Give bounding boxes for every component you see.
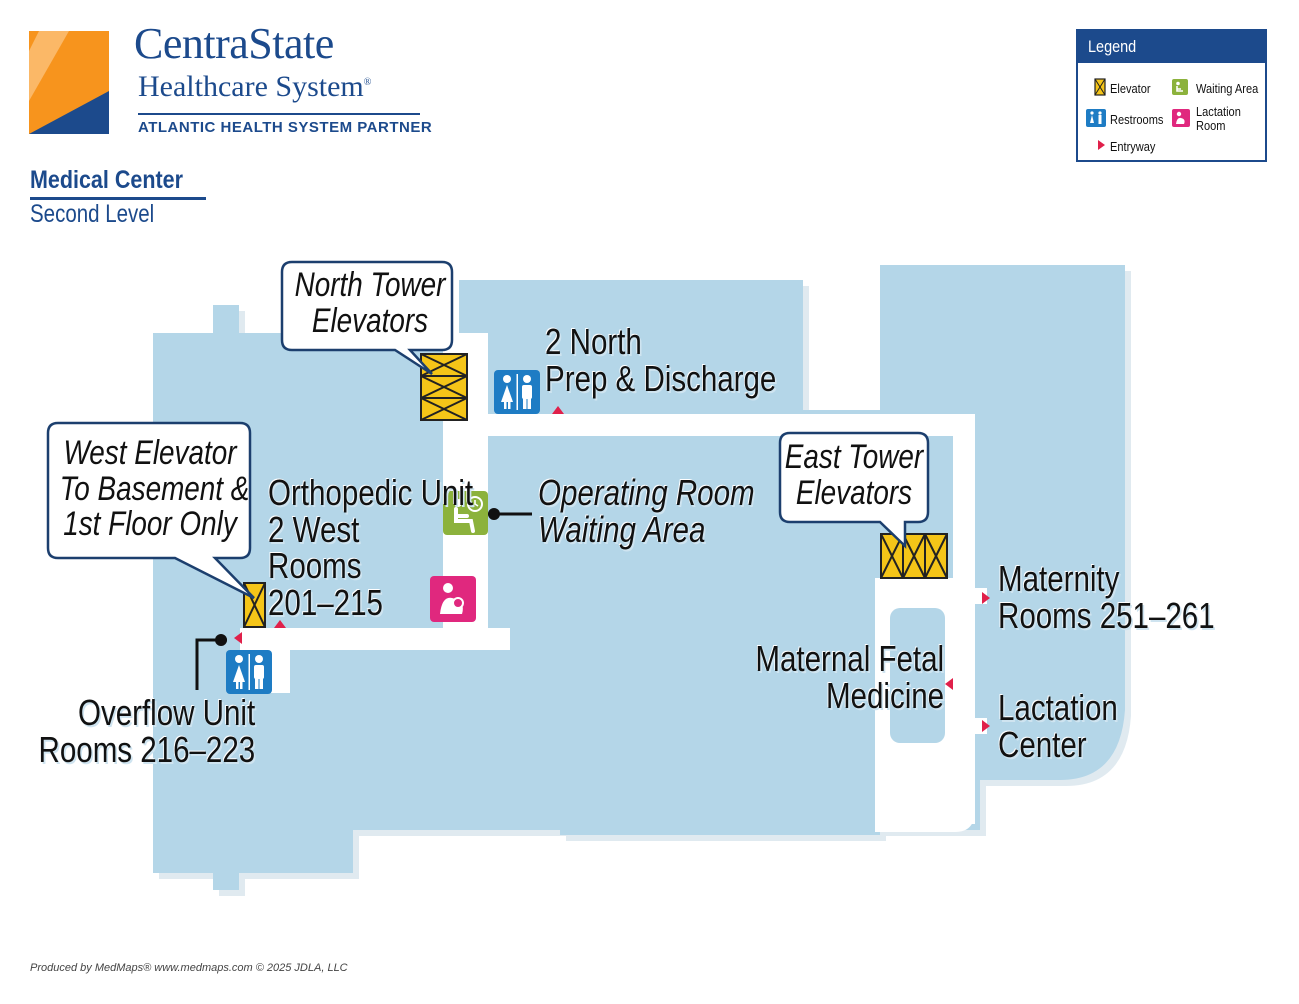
overflow-leader-dot <box>215 634 227 646</box>
page-subtitle: Second Level <box>30 200 155 228</box>
waiting-leader-dot <box>488 508 500 520</box>
maternal-fetal-room <box>890 608 945 743</box>
entryway-marker <box>982 720 990 732</box>
legend-entryway-label: Entryway <box>1110 139 1156 154</box>
west-elevator-callout <box>46 421 255 600</box>
callout-bubbles <box>46 260 930 600</box>
page-title-underline <box>30 197 206 200</box>
east-tower-callout <box>778 431 930 549</box>
legend-restrooms-label: Restrooms <box>1110 112 1164 127</box>
legend-elevator-label: Elevator <box>1110 81 1151 96</box>
legend-lactation-label-1: Lactation <box>1196 104 1241 119</box>
entryway-marker <box>552 406 564 414</box>
waiting-area-icon <box>1172 79 1188 95</box>
brand-logo-mark <box>29 31 109 134</box>
restroom-icon <box>494 370 540 414</box>
lactation-room-icon <box>430 576 476 622</box>
brand-divider <box>138 113 420 115</box>
restroom-icon <box>1086 109 1106 127</box>
legend-title: Legend <box>1078 31 1265 63</box>
page-title: Medical Center <box>30 166 183 194</box>
legend-lactation-label-2: Room <box>1196 118 1226 133</box>
brand-name: CentraState <box>134 19 334 68</box>
entryway-markers <box>234 406 990 732</box>
brand-partner: ATLANTIC HEALTH SYSTEM PARTNER <box>138 119 433 136</box>
brand-subtitle: Healthcare System® <box>138 70 372 103</box>
legend-waiting-label: Waiting Area <box>1196 81 1259 96</box>
entryway-marker <box>982 592 990 604</box>
entryway-marker <box>945 678 953 690</box>
elevator-icon <box>420 353 468 421</box>
elevator-icon <box>1094 78 1106 96</box>
legend-icons <box>1086 78 1190 150</box>
north-tower-callout <box>280 260 454 376</box>
entryway-marker <box>274 620 286 628</box>
waiting-area-icon <box>443 491 488 535</box>
restroom-icon <box>226 650 272 694</box>
elevator-icon <box>880 533 948 579</box>
entryway-marker <box>234 632 242 644</box>
entryway-marker <box>1098 140 1105 150</box>
legend-box: Legend Elevator Waiting Area Restrooms L… <box>1076 29 1267 162</box>
lactation-room-icon <box>1172 109 1190 127</box>
footer-credit: Produced by MedMaps® www.medmaps.com © 2… <box>30 962 348 974</box>
